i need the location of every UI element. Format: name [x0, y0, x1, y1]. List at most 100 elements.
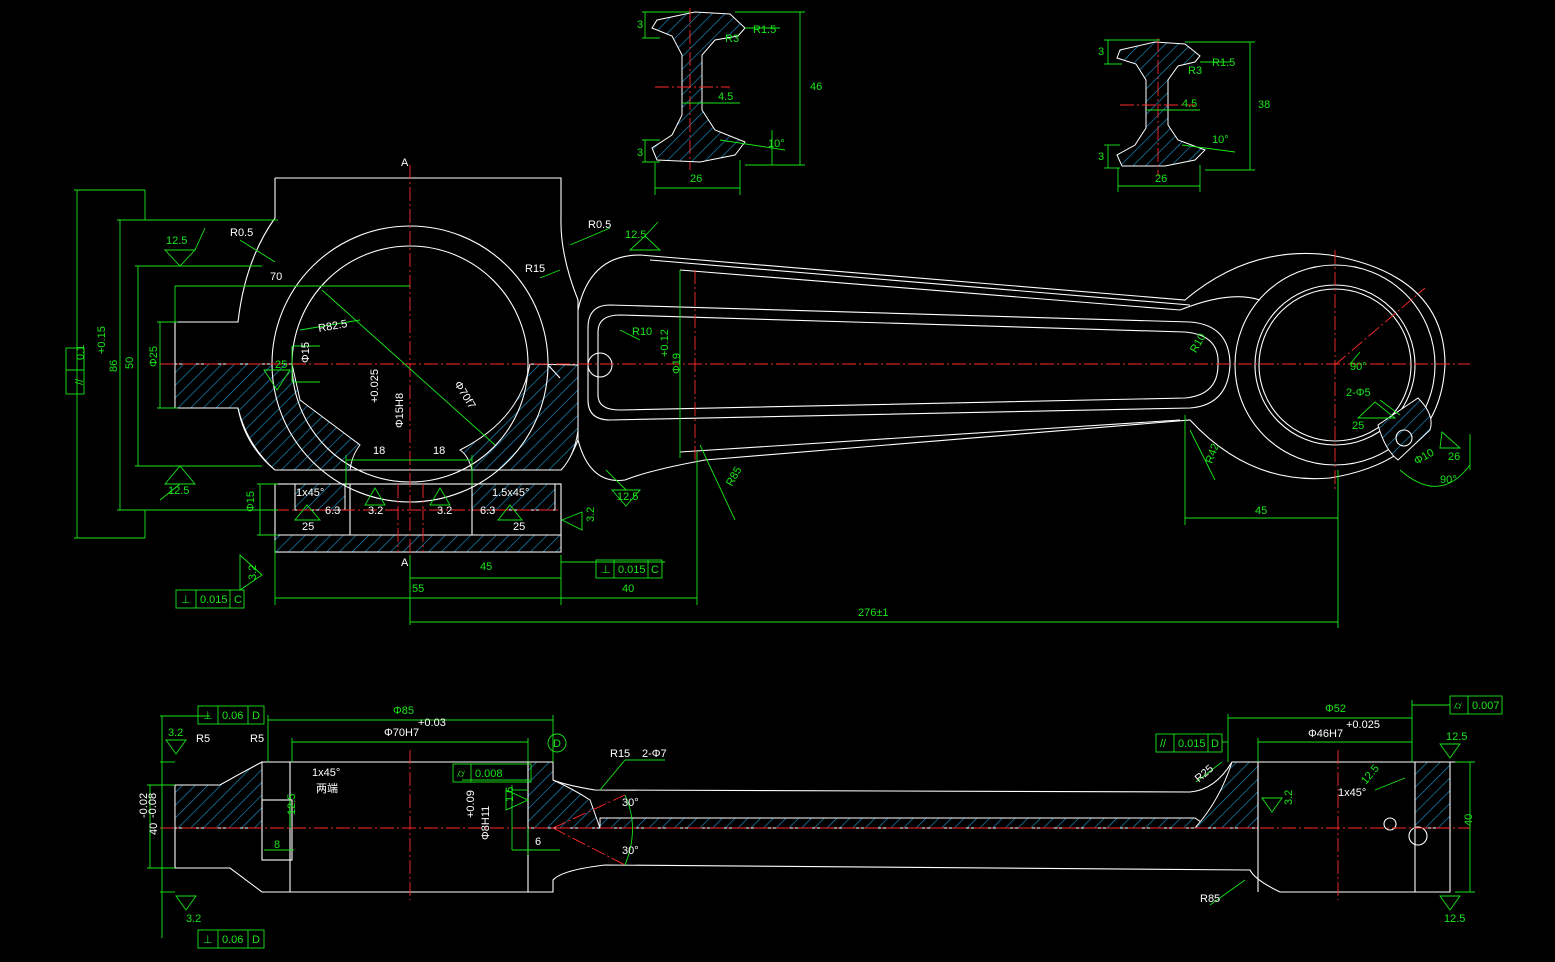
tol2-sym: ⊥	[601, 564, 611, 576]
dim-276: 276±1	[858, 607, 889, 619]
phi25-label: Φ25	[148, 346, 160, 367]
ra125-right-top: 12.5	[1446, 731, 1467, 743]
s1-label-r3: R3	[725, 33, 739, 45]
chamfer-15x45: 1.5x45°	[492, 487, 529, 499]
s32a: 3.2	[368, 505, 383, 517]
section-a-label-bottom: A	[401, 557, 409, 569]
section-a-label-top: A	[401, 157, 409, 169]
ra16: 1.6	[504, 787, 516, 802]
ra125-right-bottom: 12.5	[1444, 913, 1465, 925]
dim-45a: 45	[480, 561, 492, 573]
s1-label-r15: R1.5	[753, 24, 776, 36]
phi8h11-label: Φ8H11	[480, 806, 492, 840]
chamfer-1x45-bottom: 1x45°	[312, 767, 340, 779]
dim-25: 25	[275, 359, 287, 371]
s1-label-10: 10°	[768, 138, 785, 150]
phi52-label: Φ52	[1325, 703, 1346, 715]
phi46h7-label: Φ46H7	[1308, 728, 1343, 740]
tol3-val: 0.1	[75, 345, 87, 360]
s2-label-45: 4.5	[1182, 98, 1197, 110]
ra32-top: 3.2	[168, 727, 183, 739]
s1-label-45: 4.5	[718, 91, 733, 103]
section-i-beam-1: 3 R1.5 R3 4.5 46 10° 3 26	[637, 8, 822, 195]
s1-label-3b: 3	[637, 147, 643, 159]
s32b: 3.2	[437, 505, 452, 517]
dim-18a: 18	[373, 445, 385, 457]
phi10-label: Φ10	[1412, 447, 1436, 468]
tolB-ref: D	[252, 934, 260, 946]
tolD-sym: //	[1160, 738, 1167, 750]
r05-right: R0.5	[588, 219, 611, 231]
phi19-tol: +0.12	[659, 329, 671, 357]
s25b: 25	[513, 521, 525, 533]
r85-label: R85	[724, 465, 744, 488]
angle-30b: 30°	[622, 845, 639, 857]
holes-2phi7: 2-Φ7	[642, 748, 667, 760]
tolD-val: 0.015	[1178, 738, 1206, 750]
chamfer-note: 两端	[316, 782, 338, 795]
r5b-label: R5	[250, 733, 264, 745]
dim-86: 86	[108, 360, 120, 372]
tol1-val: 0.015	[200, 594, 228, 606]
phi15h8-tol: +0.025	[369, 369, 381, 403]
s63a: 6.3	[325, 505, 340, 517]
s2-label-r15: R1.5	[1212, 57, 1235, 69]
r5a-label: R5	[196, 733, 210, 745]
chamfer-1x45: 1x45°	[296, 487, 324, 499]
tolC-sym: ⌭	[457, 768, 465, 780]
tolE-val: 0.007	[1472, 700, 1500, 712]
s1-label-46: 46	[810, 81, 822, 93]
front-view: A A R0.5 R0.5 R15 70 R82.5 Φ70f7 Φ15H8 +…	[65, 157, 1471, 628]
tol2-val: 0.015	[618, 564, 646, 576]
s2-label-26: 26	[1155, 173, 1167, 185]
angle-30a: 30°	[622, 797, 639, 809]
ra-125-bottom-left: 12.5	[168, 485, 189, 497]
ra-125-shank-bottom: 12.5	[617, 491, 638, 503]
section-i-beam-2: 3 R1.5 R3 4.5 38 10° 3 26	[1098, 38, 1270, 192]
r15-label: R15	[525, 263, 545, 275]
r10b-label: R10	[1188, 332, 1208, 355]
dim-18b: 18	[433, 445, 445, 457]
s2-label-38: 38	[1258, 99, 1270, 111]
holes-2phi5: 2-Φ5	[1346, 387, 1371, 399]
dim-55: 55	[412, 583, 424, 595]
phi15b-label: Φ15	[245, 491, 257, 512]
angle-90b: 90°	[1440, 474, 1457, 486]
s2-label-3a: 3	[1098, 46, 1104, 58]
dim-50: 50	[124, 357, 136, 369]
s1-label-26: 26	[690, 173, 702, 185]
dim-125-small: 12.5	[286, 794, 298, 815]
dim-26: 26	[1448, 451, 1460, 463]
phi15-label: Φ15	[300, 342, 312, 363]
s1-label-3a: 3	[637, 19, 643, 31]
r825-label: R82.5	[317, 318, 348, 335]
ra-125-top-left: 12.5	[166, 235, 187, 247]
phi8h11-tol: +0.09	[465, 790, 477, 818]
r10-label: R10	[632, 326, 652, 338]
phi15h8-label: Φ15H8	[394, 393, 406, 428]
tolA-sym: ⊥	[203, 710, 213, 722]
width-40-tol2: -0.08	[147, 793, 159, 818]
s63b: 6.3	[480, 505, 495, 517]
chamfer-1x45-right: 1x45°	[1338, 787, 1366, 799]
angle-90a: 90°	[1350, 361, 1367, 373]
r42-label: R42	[1204, 442, 1222, 465]
s2-label-r3: R3	[1188, 65, 1202, 77]
tolA-val: 0.06	[222, 710, 243, 722]
tolC-val: 0.008	[475, 768, 503, 780]
phi85-label: Φ85	[393, 705, 414, 717]
dim-70: 70	[270, 271, 282, 283]
ra-32-right: 3.2	[585, 507, 597, 522]
dim-45b: 45	[1255, 505, 1267, 517]
ra-125-shank-top: 12.5	[625, 229, 646, 241]
ra-32-left: 3.2	[247, 565, 259, 580]
phi19-label: Φ19	[671, 353, 683, 374]
ra32-right: 3.2	[1283, 790, 1295, 805]
r85-bottom: R85	[1200, 893, 1220, 905]
tolE-sym: ⌭	[1454, 700, 1462, 712]
width-40b: 40	[1463, 814, 1475, 826]
tol1-ref: C	[234, 594, 242, 606]
tolB-val: 0.06	[222, 934, 243, 946]
dim-8: 8	[274, 839, 280, 851]
